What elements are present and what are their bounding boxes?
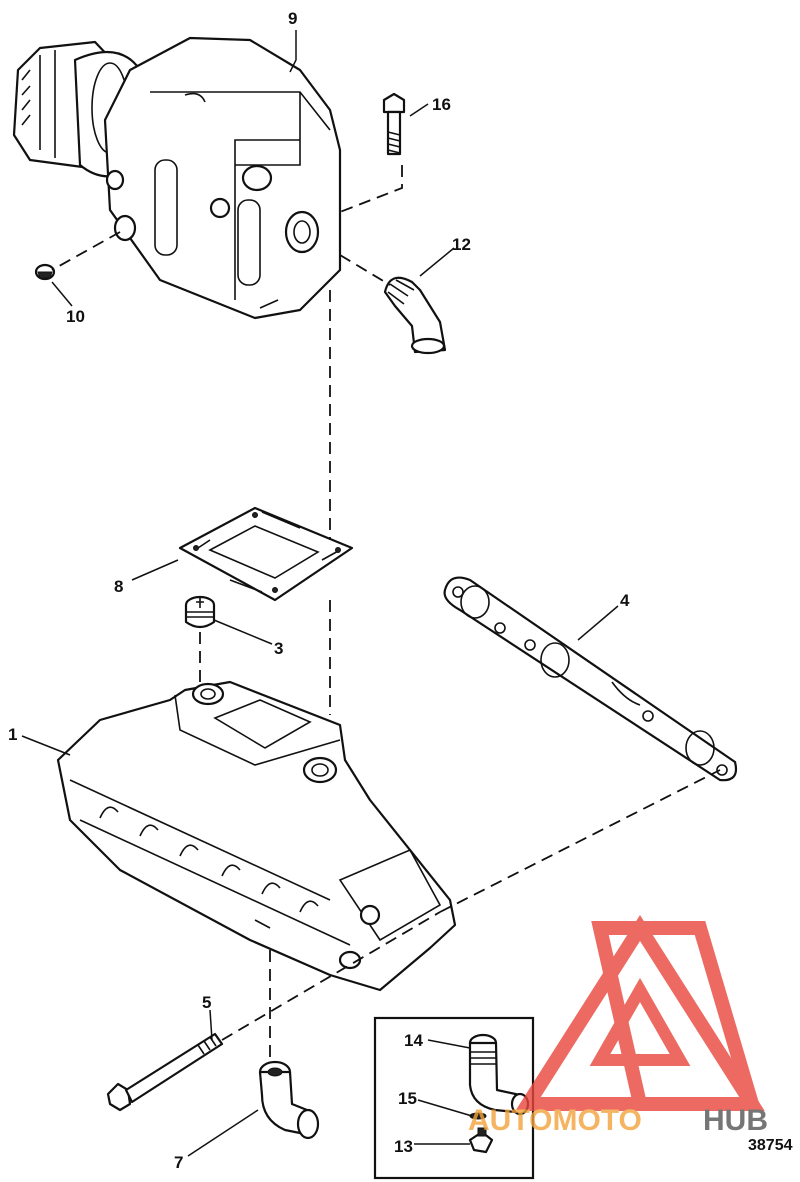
callout-3: 3 [274, 639, 283, 658]
exhaust-manifold-part-1 [56, 680, 457, 992]
callout-14: 14 [404, 1031, 423, 1050]
callout-labels: 9 16 12 10 8 3 4 1 5 7 14 15 13 38754 [8, 9, 793, 1172]
gasket-part-8 [178, 506, 354, 602]
watermark-text-right: HUB [703, 1104, 768, 1137]
callout-9: 9 [288, 9, 297, 28]
watermark-text-left: AUTOMOTO [468, 1104, 642, 1137]
callout-12: 12 [452, 235, 471, 254]
callout-8: 8 [114, 577, 123, 596]
manifold-gasket-part-4 [443, 576, 738, 782]
callout-7: 7 [174, 1153, 183, 1172]
callout-1: 1 [8, 725, 17, 744]
inset-detail-box [373, 1016, 535, 1180]
watermark-logo: AUTOMOTO HUB [468, 914, 768, 1137]
exhaust-elbow-part-9 [12, 36, 342, 320]
alignment-lines [51, 165, 721, 1064]
callout-5: 5 [202, 993, 211, 1012]
plug-part-15 [468, 1127, 494, 1154]
callout-15: 13 [394, 1137, 413, 1156]
callout-16: 15 [398, 1089, 417, 1108]
elbow-fitting-part-7 [258, 1060, 320, 1140]
bolt-part-5 [106, 1032, 224, 1112]
plug-part-10 [34, 263, 56, 281]
callout-13: 16 [432, 95, 451, 114]
callout-10: 10 [66, 307, 85, 326]
leader-lines [21, 30, 619, 1157]
bolt-part-13 [382, 92, 406, 156]
callout-4: 4 [620, 591, 630, 610]
figure-number: 38754 [748, 1137, 793, 1154]
pipe-plug-part-3 [184, 595, 216, 629]
hose-elbow-part-12 [383, 276, 447, 355]
elbow-fitting-part-14 [468, 1033, 530, 1116]
